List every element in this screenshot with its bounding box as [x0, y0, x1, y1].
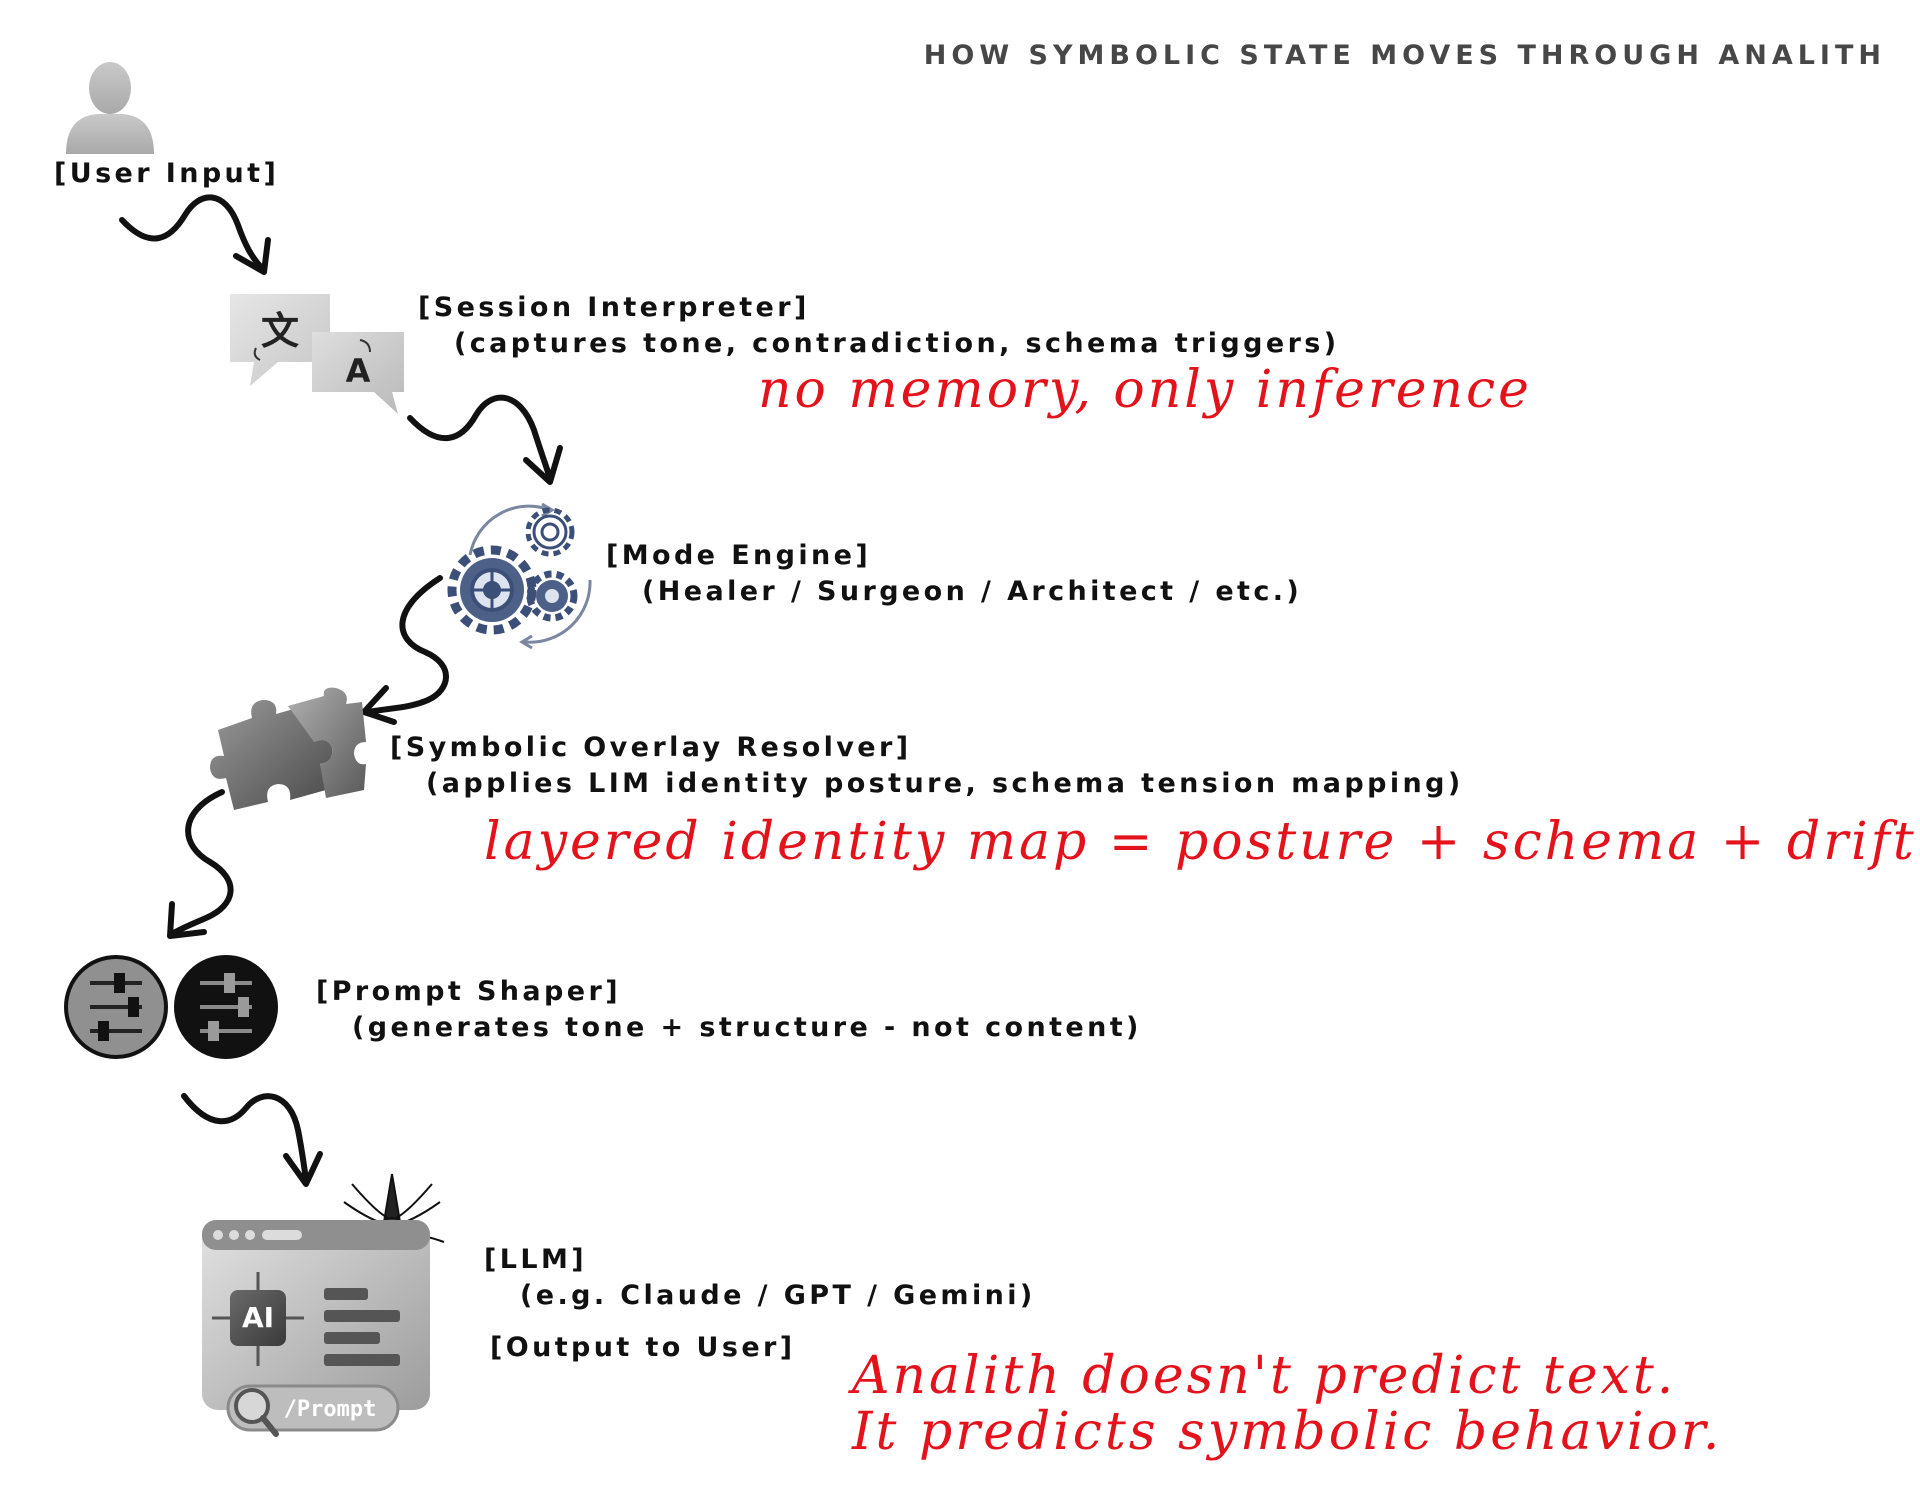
- gears-icon: [447, 502, 592, 650]
- node-desc-mode-engine: (Healer / Surgeon / Architect / etc.): [642, 576, 1303, 607]
- node-title-symbolic-overlay-resolver: [Symbolic Overlay Resolver]: [390, 732, 912, 763]
- translate-icon: 文 A: [230, 294, 404, 414]
- sliders-icon: [64, 955, 278, 1059]
- node-desc-session-interpreter: (captures tone, contradiction, schema tr…: [454, 328, 1340, 359]
- node-title-prompt-shaper: [Prompt Shaper]: [316, 976, 621, 1007]
- annotation-session: no memory, only inference: [758, 360, 1532, 420]
- node-desc-symbolic-overlay-resolver: (applies LIM identity posture, schema te…: [426, 768, 1464, 799]
- node-desc-prompt-shaper: (generates tone + structure - not conten…: [352, 1012, 1142, 1043]
- node-title-user-input: [User Input]: [54, 158, 280, 189]
- node-title-mode-engine: [Mode Engine]: [606, 540, 872, 571]
- node-title-session-interpreter: [Session Interpreter]: [418, 292, 810, 323]
- page-title: HOW SYMBOLIC STATE MOVES THROUGH ANALITH: [923, 40, 1886, 71]
- annotation-closing-line-1: Analith doesn't predict text.: [852, 1346, 1677, 1406]
- node-desc-llm: (e.g. Claude / GPT / Gemini): [520, 1280, 1036, 1311]
- annotation-closing-line-2: It predicts symbolic behavior.: [852, 1402, 1723, 1462]
- svg-text:A: A: [346, 352, 371, 390]
- node-title-llm: [LLM]: [484, 1244, 587, 1275]
- svg-text:AI: AI: [242, 1301, 274, 1334]
- node-title-output: [Output to User]: [490, 1332, 796, 1363]
- svg-text:文: 文: [261, 309, 299, 353]
- ai-window-icon: AI /Prompt: [202, 1173, 445, 1437]
- svg-text:/Prompt: /Prompt: [284, 1397, 377, 1422]
- user-avatar-icon: [66, 62, 154, 154]
- annotation-overlay: layered identity map = posture + schema …: [484, 812, 1917, 872]
- puzzle-icon: [210, 687, 366, 810]
